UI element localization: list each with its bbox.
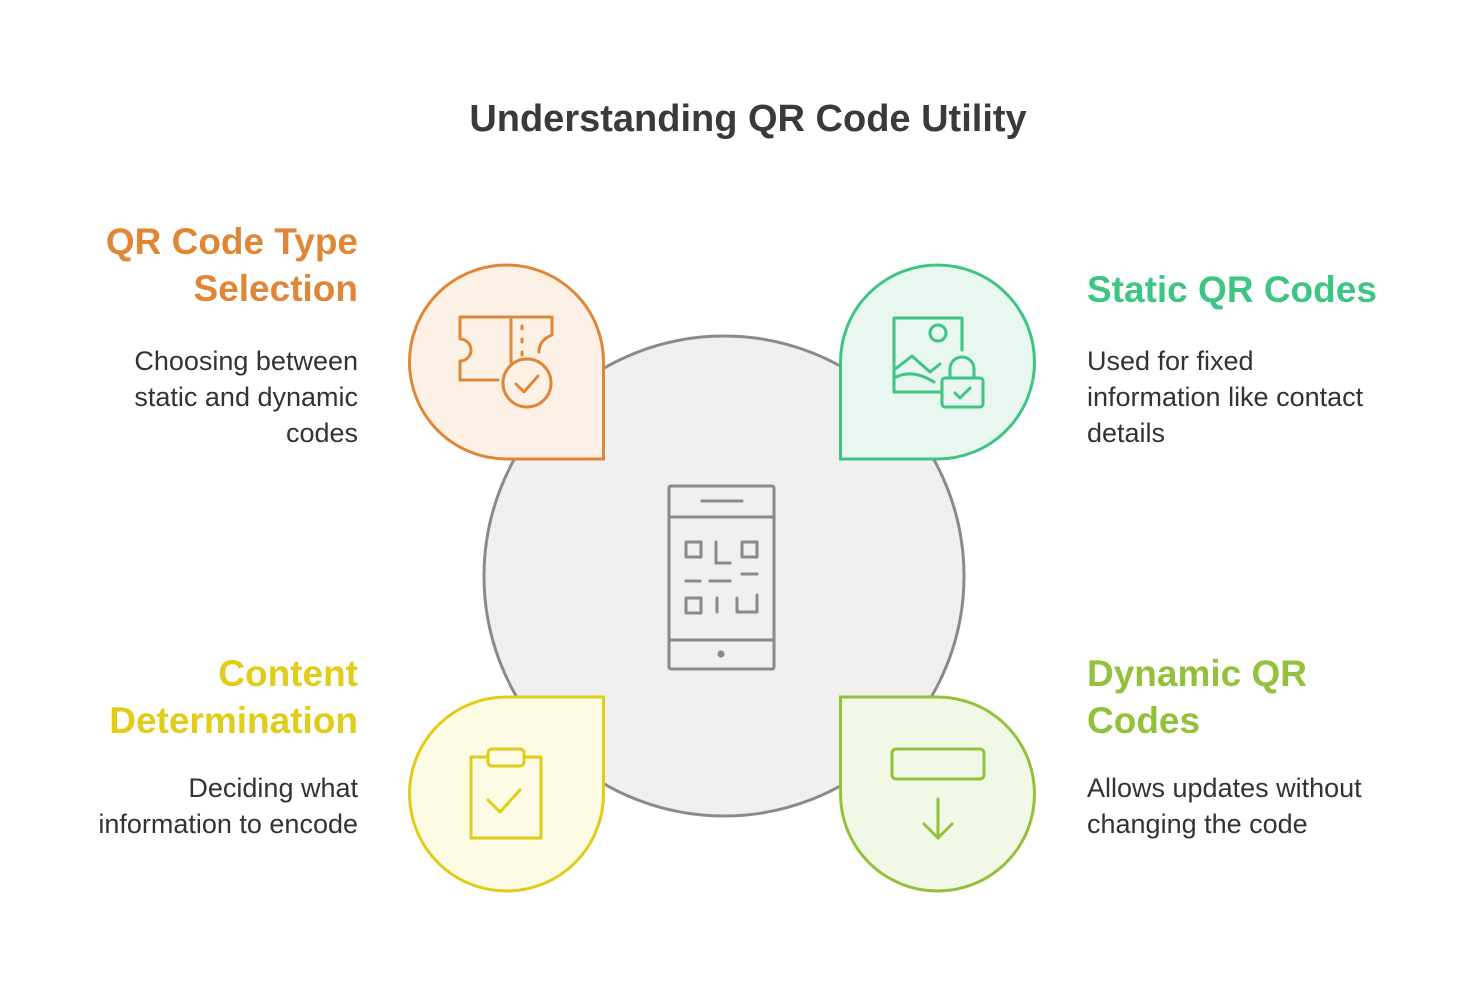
heading-line: Content <box>218 653 358 694</box>
ticket-check-icon <box>458 315 554 409</box>
heading-line: Selection <box>193 268 359 309</box>
desc-content-determination: Deciding what information to encode <box>40 770 358 842</box>
desc-line: static and dynamic <box>134 382 358 412</box>
desc-line: information like contact <box>1087 382 1364 412</box>
clipboard-check-icon <box>469 747 543 840</box>
desc-line: details <box>1087 418 1166 448</box>
petal-qr-code-type-selection <box>408 263 605 461</box>
heading-dynamic-qr-codes: Dynamic QR Codes <box>1087 650 1447 744</box>
desc-line: Deciding what <box>188 773 358 803</box>
desc-line: Used for fixed <box>1087 346 1254 376</box>
desc-qr-code-type-selection: Choosing between static and dynamic code… <box>40 343 358 451</box>
heading-static-qr-codes: Static QR Codes <box>1087 266 1447 313</box>
download-icon <box>890 747 986 840</box>
heading-qr-code-type-selection: QR Code Type Selection <box>40 218 358 312</box>
desc-dynamic-qr-codes: Allows updates without changing the code <box>1087 770 1447 842</box>
heading-line: Static QR Codes <box>1087 269 1377 310</box>
diagram-title: Understanding QR Code Utility <box>469 98 1027 140</box>
heading-line: Determination <box>109 700 358 741</box>
petal-static-qr-codes <box>839 263 1036 461</box>
petal-dynamic-qr-codes <box>839 695 1036 893</box>
heading-content-determination: Content Determination <box>40 650 358 744</box>
desc-static-qr-codes: Used for fixed information like contact … <box>1087 343 1447 451</box>
heading-line: Dynamic QR <box>1087 653 1308 694</box>
image-lock-icon <box>892 316 985 409</box>
heading-line: QR Code Type <box>105 221 358 262</box>
heading-line: Codes <box>1087 700 1201 741</box>
phone-qr-icon <box>667 484 776 671</box>
petal-content-determination <box>408 695 605 893</box>
desc-line: changing the code <box>1087 809 1308 839</box>
desc-line: Allows updates without <box>1087 773 1362 803</box>
desc-line: Choosing between <box>134 346 358 376</box>
desc-line: information to encode <box>98 809 358 839</box>
desc-line: codes <box>285 418 358 448</box>
